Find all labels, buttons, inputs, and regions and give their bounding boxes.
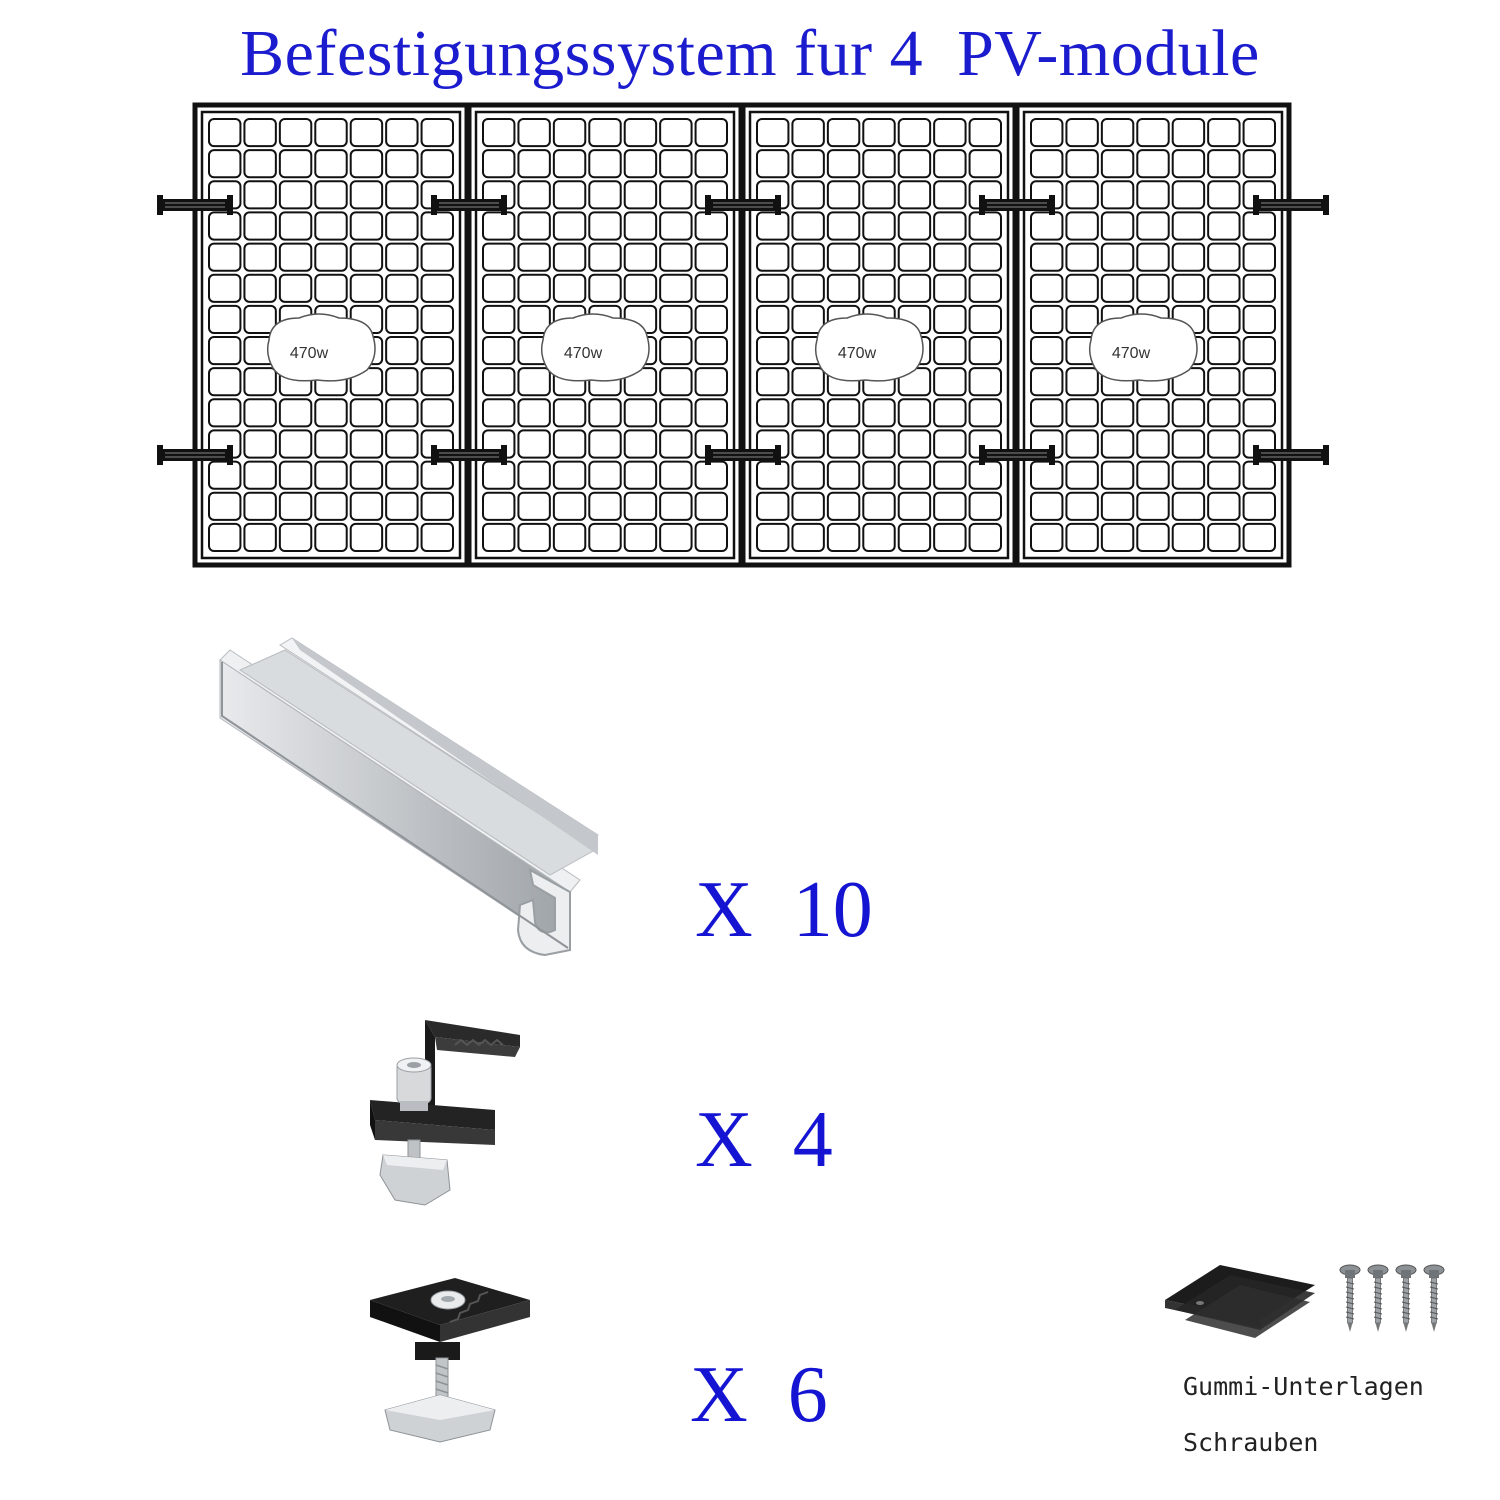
pv-panel: 470w xyxy=(1014,102,1292,568)
middle-clamp-quantity: X 6 xyxy=(690,1351,828,1439)
screw-icon xyxy=(1423,1264,1445,1332)
screw-icon xyxy=(1339,1264,1361,1332)
panel-clamp xyxy=(979,445,1055,465)
panel-clamp xyxy=(431,445,507,465)
panel-power-label: 470w xyxy=(838,345,877,362)
panel-clamp xyxy=(157,445,233,465)
pv-panel: 470w xyxy=(740,102,1018,568)
panel-power-label: 470w xyxy=(564,345,603,362)
panel-clamp xyxy=(705,195,781,215)
panel-clamp xyxy=(157,195,233,215)
screw-icon xyxy=(1367,1264,1389,1332)
end-clamp-image xyxy=(370,1020,520,1206)
rail-quantity: X 10 xyxy=(695,866,873,954)
panel-power-label: 470w xyxy=(290,345,329,362)
panel-clamp xyxy=(1253,195,1329,215)
accessory-label-rubber: Gummi-Unterlagen xyxy=(1183,1372,1424,1401)
pv-panel: 470w xyxy=(192,102,470,568)
screws-image xyxy=(1339,1264,1445,1332)
panel-power-label: 470w xyxy=(1112,345,1151,362)
end-clamp-quantity: X 4 xyxy=(695,1096,833,1184)
pv-panel-diagram: 470w 470w 470w 470w xyxy=(157,102,1329,568)
panel-clamp xyxy=(979,195,1055,215)
mounting-rail-image xyxy=(219,637,599,957)
panel-clamp xyxy=(431,195,507,215)
panel-clamp xyxy=(705,445,781,465)
screw-icon xyxy=(1395,1264,1417,1332)
panel-clamp xyxy=(1253,445,1329,465)
pv-panel: 470w xyxy=(466,102,744,568)
middle-clamp-image xyxy=(370,1278,530,1443)
page-title: Befestigungssystem fur 4 PV-module xyxy=(240,17,1260,90)
rubber-pads-image xyxy=(1165,1265,1315,1338)
accessory-label-screws: Schrauben xyxy=(1183,1428,1319,1457)
